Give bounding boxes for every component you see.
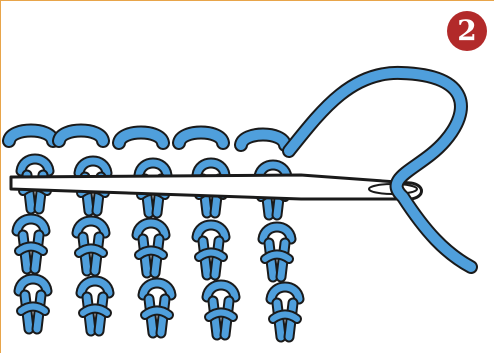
stitch-row-2 xyxy=(17,219,291,277)
top-chain-row xyxy=(9,131,285,146)
yarn-tail xyxy=(289,73,471,267)
stitch-row-3 xyxy=(19,279,299,337)
tapestry-needle xyxy=(11,175,422,199)
step-number-badge: 2 xyxy=(447,11,487,51)
